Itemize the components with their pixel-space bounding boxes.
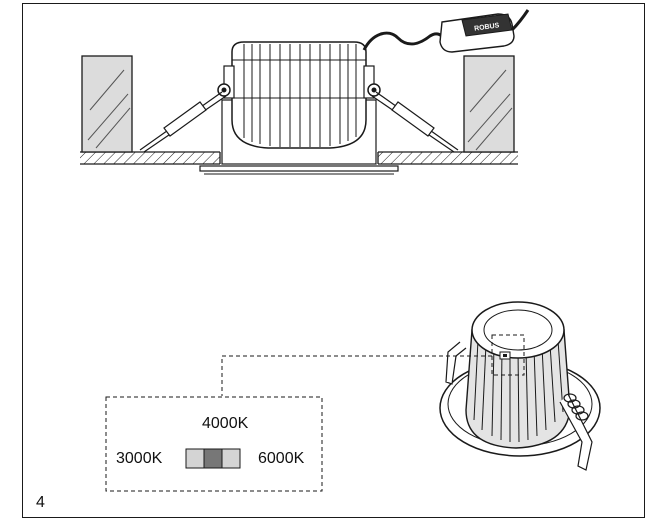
joist-right xyxy=(463,55,515,153)
joist-left xyxy=(81,55,133,153)
selector-label-6000k: 6000K xyxy=(258,450,305,467)
selector-label-4000k: 4000K xyxy=(202,415,249,432)
driver-box: ROBUS xyxy=(439,9,530,53)
downlight-perspective-view xyxy=(439,301,601,471)
switch-position-4000k xyxy=(203,448,223,469)
bezel-trim xyxy=(199,165,399,172)
switch-position-6000k xyxy=(221,448,241,469)
driver-brand-label: ROBUS xyxy=(474,22,500,32)
spring-clip-left xyxy=(139,91,227,153)
switch-position-3000k xyxy=(185,448,205,469)
spring-clip-right xyxy=(371,91,459,153)
figure-frame xyxy=(22,3,645,518)
callout-leader xyxy=(105,334,525,492)
selector-callout-box xyxy=(105,396,323,492)
coil-spring xyxy=(559,393,593,471)
cct-selector-switch xyxy=(185,448,241,469)
step-number: 4 xyxy=(36,494,45,511)
ceiling-board-right xyxy=(378,152,518,164)
selector-label-3000k: 3000K xyxy=(116,450,163,467)
downlight-side-view: ROBUS xyxy=(139,9,530,175)
ceiling-board-left xyxy=(80,152,220,164)
ceiling-cross-section xyxy=(80,55,518,165)
